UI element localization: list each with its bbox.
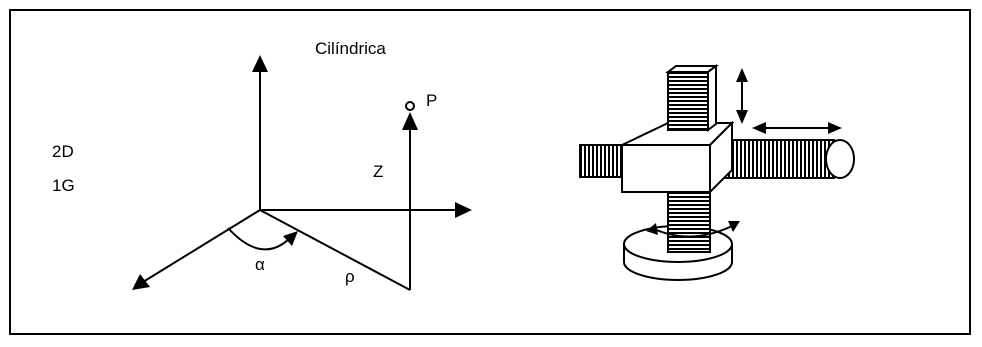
robot-arm-left <box>579 144 626 178</box>
robot-column-lower <box>667 189 711 253</box>
diagram-title: Cilíndrica <box>315 39 386 58</box>
point-p-label: P <box>426 91 438 110</box>
horizontal-axis-arrowhead <box>455 202 472 218</box>
alpha-label: α <box>255 255 265 274</box>
coordinate-system <box>132 55 472 291</box>
rho-label: ρ <box>345 267 355 286</box>
dof-label: 2D <box>52 142 74 161</box>
rho-line <box>259 209 411 291</box>
vertical-axis-arrowhead <box>252 55 268 72</box>
robot-central-block-front <box>621 144 711 193</box>
rotation-arrow <box>651 225 733 238</box>
robot-column-upper <box>667 71 709 131</box>
diagonal-axis-arrowhead <box>132 274 150 290</box>
diagonal-axis <box>142 209 261 283</box>
alpha-arc <box>227 227 291 251</box>
cylindrical-robot-illustration <box>579 64 855 281</box>
diagram-frame <box>9 9 971 335</box>
z-arrowhead <box>402 112 418 130</box>
point-p-marker <box>405 101 415 111</box>
z-axis-label: Z <box>373 162 384 181</box>
robot-gripper <box>825 139 855 179</box>
gripper-label: 1G <box>52 176 75 195</box>
alpha-arc-arrowhead <box>283 231 298 246</box>
